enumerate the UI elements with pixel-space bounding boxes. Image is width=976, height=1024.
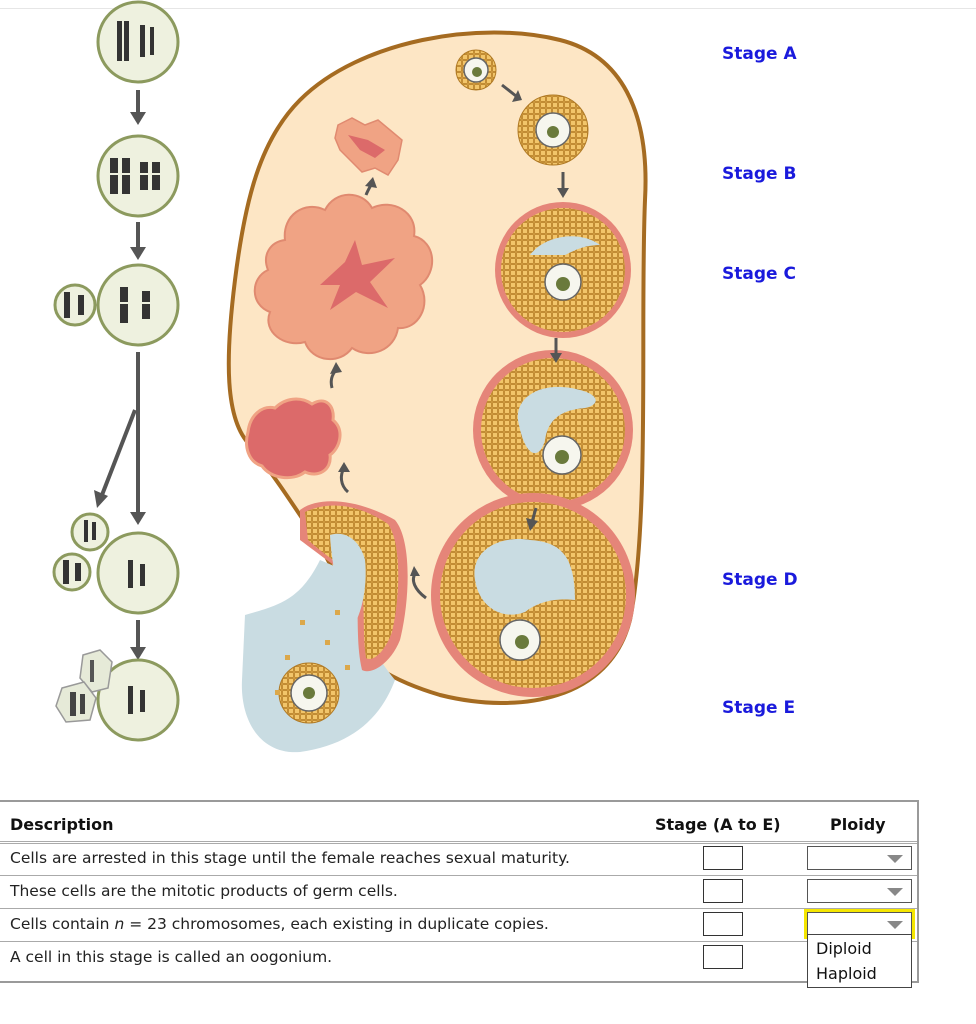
arrow-down-icon bbox=[130, 222, 146, 260]
corpus-luteum bbox=[253, 193, 434, 361]
ploidy-header: Ploidy bbox=[830, 815, 886, 834]
stage-b-label: Stage B bbox=[722, 164, 797, 184]
stage-input[interactable] bbox=[703, 846, 743, 870]
row-description: A cell in this stage is called an oogoni… bbox=[10, 948, 333, 966]
stage-a-label: Stage A bbox=[722, 44, 797, 64]
row-divider bbox=[0, 875, 917, 876]
tertiary-follicle bbox=[473, 350, 633, 510]
corpus-albicans bbox=[334, 117, 403, 176]
dropdown-option-haploid[interactable]: Haploid bbox=[816, 964, 877, 983]
oogonium-cell bbox=[96, 0, 180, 84]
chevron-down-icon bbox=[887, 855, 903, 863]
stage-input[interactable] bbox=[703, 879, 743, 903]
mature-follicle bbox=[431, 493, 635, 697]
stage-header: Stage (A to E) bbox=[655, 815, 781, 834]
chevron-down-icon bbox=[887, 888, 903, 896]
stage-d-label: Stage D bbox=[722, 570, 798, 590]
ploidy-select[interactable] bbox=[807, 846, 912, 870]
ovulation-release bbox=[241, 501, 408, 753]
row-description: Cells contain n = 23 chromosomes, each e… bbox=[10, 915, 549, 933]
degenerating-polar-bodies bbox=[55, 649, 113, 723]
primary-follicle bbox=[517, 94, 589, 166]
row-description-suffix: = 23 chromosomes, each existing in dupli… bbox=[124, 915, 549, 933]
secondary-follicle bbox=[495, 202, 631, 338]
dropdown-option-diploid[interactable]: Diploid bbox=[816, 939, 872, 958]
row-description-variable: n bbox=[114, 915, 125, 933]
stage-c-label: Stage C bbox=[722, 264, 796, 284]
arrow-split-icon bbox=[94, 352, 146, 525]
oogenesis-column bbox=[52, 0, 180, 742]
ootid-cell bbox=[96, 531, 180, 615]
ploidy-dropdown-list: Diploid Haploid bbox=[807, 934, 912, 988]
stage-input[interactable] bbox=[703, 945, 743, 969]
stage-input[interactable] bbox=[703, 912, 743, 936]
polar-body-cell bbox=[53, 283, 97, 327]
chevron-down-icon bbox=[887, 921, 903, 929]
arrow-down-icon bbox=[130, 620, 146, 660]
early-corpus-luteum bbox=[245, 397, 342, 480]
primordial-follicle bbox=[455, 49, 497, 91]
matching-table: Description Stage (A to E) Ploidy bbox=[0, 800, 919, 983]
row-divider bbox=[0, 941, 917, 942]
description-header: Description bbox=[10, 815, 114, 834]
row-divider bbox=[0, 908, 917, 909]
primary-oocyte-cell bbox=[96, 134, 180, 218]
header-divider bbox=[0, 841, 917, 842]
top-divider bbox=[0, 8, 976, 9]
ploidy-select[interactable] bbox=[804, 909, 915, 939]
arrow-down-icon bbox=[130, 90, 146, 125]
row-description-prefix: Cells contain bbox=[10, 915, 115, 933]
ploidy-select[interactable] bbox=[807, 879, 912, 903]
mature-ovum-cell bbox=[96, 658, 180, 742]
stage-e-label: Stage E bbox=[722, 698, 796, 718]
secondary-oocyte-cell bbox=[96, 263, 180, 347]
row-description: These cells are the mitotic products of … bbox=[10, 882, 398, 900]
row-description: Cells are arrested in this stage until t… bbox=[10, 849, 570, 867]
polar-body-cell bbox=[52, 512, 110, 592]
header-divider bbox=[0, 843, 917, 844]
oogenesis-diagram bbox=[52, 0, 648, 753]
progression-arrows bbox=[329, 83, 569, 600]
